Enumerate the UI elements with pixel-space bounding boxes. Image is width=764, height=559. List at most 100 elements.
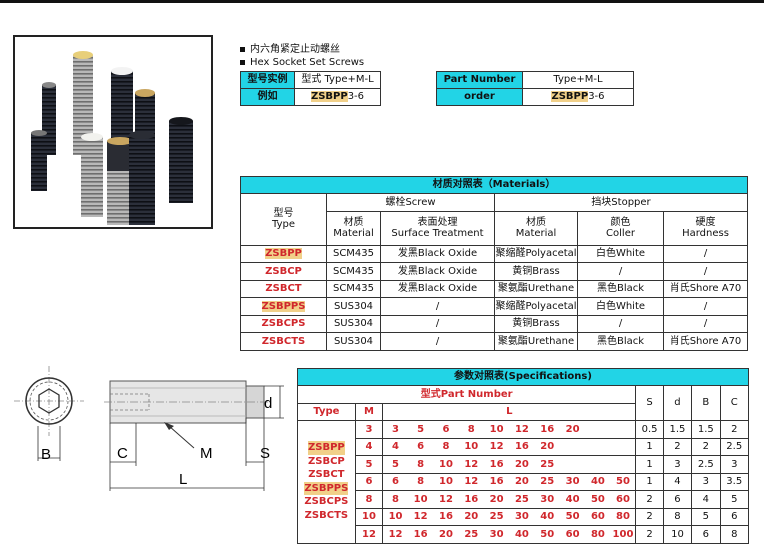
materials-cell: SCM435 xyxy=(326,279,381,298)
spec-l-cell: 25 xyxy=(534,472,560,491)
spec-l-cell: 40 xyxy=(559,490,586,509)
example-en-label: Part Number xyxy=(436,71,523,89)
spec-l-cell: 20 xyxy=(458,507,484,526)
spec-dim-cell: 10 xyxy=(662,525,693,544)
spec-l-cell xyxy=(559,437,586,456)
materials-cell: 发黑Black Oxide xyxy=(380,279,495,298)
materials-cell: / xyxy=(380,297,495,316)
spec-l-cell: 60 xyxy=(559,525,586,544)
example-en-eg-label: order xyxy=(436,88,523,106)
spec-l-cell: 40 xyxy=(534,507,560,526)
spec-l-cell xyxy=(585,437,611,456)
dim-label-m: M xyxy=(200,445,213,462)
screw-header: 螺栓Screw xyxy=(326,193,495,212)
spec-l-cell: 16 xyxy=(433,507,459,526)
spec-m-cell: 12 xyxy=(354,525,384,544)
materials-type-cell: ZSBCTS xyxy=(240,332,327,351)
example-cn-eg-label: 例如 xyxy=(240,88,295,106)
example-cn-format: 型式 Type+M-L xyxy=(294,71,381,89)
spec-l-cell: 20 xyxy=(433,525,459,544)
spec-l-cell: 8 xyxy=(458,420,484,439)
end-view: B xyxy=(14,366,84,463)
spec-l-cell: 40 xyxy=(585,472,611,491)
materials-cell: / xyxy=(663,314,748,333)
spec-col-c: C xyxy=(719,385,750,421)
spec-dim-cell: 3 xyxy=(662,455,693,474)
spec-l-cell: 20 xyxy=(559,420,586,439)
spec-dim-cell: 1 xyxy=(635,437,664,456)
dim-label-s: S xyxy=(260,445,270,462)
spec-dim-cell: 1.5 xyxy=(662,420,693,439)
spec-l-cell: 10 xyxy=(407,490,434,509)
materials-cell: 聚缩醛Polyacetal xyxy=(494,297,578,316)
spec-l-cell: 12 xyxy=(509,420,535,439)
spec-dim-cell: 2 xyxy=(719,420,750,439)
spec-l-cell: 3 xyxy=(382,420,408,439)
spec-l-cell: 4 xyxy=(382,437,408,456)
spec-l-cell: 25 xyxy=(509,490,535,509)
spec-dim-cell: 4 xyxy=(662,472,693,491)
materials-title: 材质对照表（Materials） xyxy=(240,176,748,194)
example-en-value: ZSBPP3-6 xyxy=(522,88,634,106)
spec-l-cell xyxy=(559,455,586,474)
spec-dim-cell: 2 xyxy=(635,525,664,544)
materials-type-cell: ZSBCPS xyxy=(240,314,327,333)
materials-cell: 黑色Black xyxy=(577,279,664,298)
spec-l-cell: 5 xyxy=(382,455,408,474)
spec-dim-cell: 4 xyxy=(691,490,721,509)
materials-type-cell: ZSBPPS xyxy=(240,297,327,316)
spec-l-cell: 20 xyxy=(534,437,560,456)
spec-l-cell: 6 xyxy=(433,420,459,439)
example-table-cn: 型号实例 型式 Type+M-L 例如 ZSBPP3-6 xyxy=(240,71,381,106)
materials-cell: SCM435 xyxy=(326,262,381,281)
spec-l-cell: 25 xyxy=(483,507,510,526)
spec-dim-cell: 3 xyxy=(691,472,721,491)
spec-l-cell: 10 xyxy=(433,455,459,474)
materials-cell: SUS304 xyxy=(326,297,381,316)
spec-l-cell: 5 xyxy=(407,420,434,439)
materials-type-code: ZSBCPS xyxy=(261,318,306,329)
materials-cell: SCM435 xyxy=(326,244,381,263)
product-photo xyxy=(13,35,213,229)
example-table-en: Part Number Type+M-L order ZSBPP3-6 xyxy=(436,71,634,106)
materials-type-cell: ZSBCP xyxy=(240,262,327,281)
spec-col-m: M xyxy=(354,402,384,421)
spec-l-cell xyxy=(585,420,611,439)
spec-l-cell: 12 xyxy=(458,472,484,491)
dimension-diagram: B d C M S L xyxy=(14,366,284,491)
materials-type-code: ZSBPP xyxy=(265,248,302,259)
spec-title: 参数对照表(Specifications) xyxy=(297,368,749,386)
spec-l-cell: 30 xyxy=(509,507,535,526)
example-cn-code: ZSBPP xyxy=(310,91,348,103)
materials-cell: / xyxy=(663,244,748,263)
spec-table: 参数对照表(Specifications) 型式Part Number S d … xyxy=(296,368,750,544)
spec-dim-cell: 6 xyxy=(662,490,693,509)
materials-cell: 聚缩醛Polyacetal xyxy=(494,244,578,263)
example-cn-suffix: 3-6 xyxy=(347,91,365,103)
spec-l-cell: 30 xyxy=(483,525,510,544)
spec-dim-cell: 2.5 xyxy=(719,437,750,456)
spec-l-cell: 16 xyxy=(458,490,484,509)
spec-l-cell xyxy=(610,420,636,439)
type-header-en: Type xyxy=(272,219,295,231)
spec-col-type: Type xyxy=(297,402,356,421)
spec-l-cell: 12 xyxy=(458,455,484,474)
materials-cell: 肖氏Shore A70 xyxy=(663,332,748,351)
spec-l-cell xyxy=(610,437,636,456)
spec-type-code: ZSBCT xyxy=(308,469,345,481)
spec-l-cell: 16 xyxy=(483,472,510,491)
